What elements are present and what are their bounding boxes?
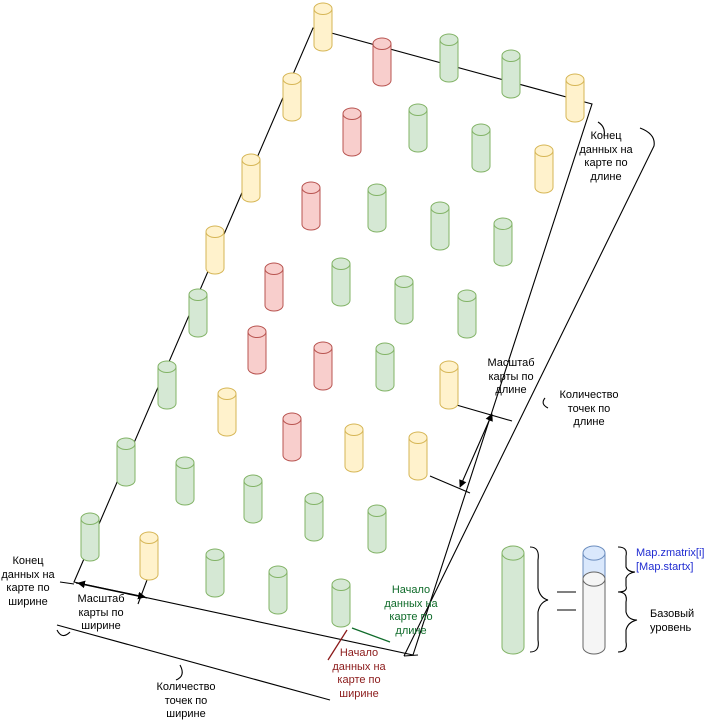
legend-brace-left bbox=[529, 546, 549, 653]
label-scale-length: Масштаб карты по длине bbox=[487, 357, 535, 396]
cylinder-11 bbox=[241, 153, 261, 203]
scale-length-ext-bottom bbox=[429, 475, 471, 494]
cylinder-18 bbox=[331, 257, 351, 307]
cylinder-21 bbox=[188, 288, 208, 338]
scale-width-ext bbox=[137, 579, 148, 605]
cylinder-3 bbox=[439, 33, 459, 83]
cylinder-28 bbox=[282, 412, 302, 462]
legend-brace-zmatrix bbox=[617, 546, 636, 593]
cylinder-6 bbox=[282, 72, 302, 122]
cylinder-9 bbox=[471, 123, 491, 173]
label-base-level: Базовый уровень bbox=[650, 608, 695, 634]
cylinder-27 bbox=[217, 387, 237, 437]
legend-cylinder-base bbox=[582, 571, 606, 655]
label-zmatrix: Map.zmatrix[i] [Map.startx] bbox=[636, 547, 705, 573]
cylinder-39 bbox=[268, 565, 288, 615]
cylinder-2 bbox=[372, 37, 392, 87]
label-start-width: Начало данных на карте по ширине bbox=[332, 647, 386, 700]
cylinder-12 bbox=[301, 181, 321, 231]
brace-width-left bbox=[56, 629, 71, 637]
cylinder-16 bbox=[205, 225, 225, 275]
cylinder-14 bbox=[430, 201, 450, 251]
start-width-line bbox=[327, 629, 348, 661]
cylinder-31 bbox=[116, 437, 136, 487]
brace-width-line bbox=[56, 624, 331, 701]
start-length-line bbox=[351, 627, 391, 643]
cylinder-36 bbox=[80, 512, 100, 562]
brace-width-mid bbox=[175, 664, 183, 681]
cylinder-15 bbox=[493, 217, 513, 267]
label-start-length: Начало данных на карте по длине bbox=[384, 584, 438, 637]
cylinder-30 bbox=[408, 431, 428, 481]
cylinder-23 bbox=[313, 341, 333, 391]
cylinder-10 bbox=[534, 144, 554, 194]
cylinder-22 bbox=[247, 325, 267, 375]
cylinder-29 bbox=[344, 423, 364, 473]
cylinder-19 bbox=[394, 275, 414, 325]
brace-length-tick bbox=[403, 654, 419, 657]
label-end-width: Конец данных на карте по ширине bbox=[1, 555, 55, 608]
cylinder-17 bbox=[264, 262, 284, 312]
label-count-width: Количество точек по ширине bbox=[156, 681, 216, 720]
cylinder-38 bbox=[205, 548, 225, 598]
cylinder-34 bbox=[304, 492, 324, 542]
cylinder-32 bbox=[175, 456, 195, 506]
cylinder-20 bbox=[457, 289, 477, 339]
scale-width-arrow bbox=[77, 580, 146, 600]
brace-length-mid bbox=[542, 397, 549, 409]
cylinder-37 bbox=[139, 531, 159, 581]
legend-cylinder-full bbox=[501, 545, 525, 655]
end-width-tick bbox=[59, 581, 75, 585]
data-point-cylinders bbox=[80, 2, 606, 655]
cylinder-33 bbox=[243, 474, 263, 524]
label-count-length: Количество точек по длине bbox=[559, 389, 619, 428]
cylinder-4 bbox=[501, 49, 521, 99]
cylinder-8 bbox=[408, 103, 428, 153]
cylinder-25 bbox=[439, 360, 459, 410]
brace-length-upper bbox=[403, 121, 655, 657]
cylinder-26 bbox=[157, 360, 177, 410]
cylinder-7 bbox=[342, 107, 362, 157]
label-scale-width: Масштаб карты по ширине bbox=[77, 593, 125, 632]
cylinder-1 bbox=[313, 2, 333, 52]
scale-length-arrow bbox=[459, 413, 493, 488]
cylinder-40 bbox=[331, 578, 351, 628]
diagram-lines bbox=[56, 27, 655, 701]
cylinder-5 bbox=[565, 73, 585, 123]
cylinder-13 bbox=[367, 183, 387, 233]
cylinder-35 bbox=[367, 504, 387, 554]
cylinder-24 bbox=[375, 342, 395, 392]
scale-length-ext-top bbox=[452, 403, 513, 422]
label-end-length: Конец данных на карте по длине bbox=[579, 130, 633, 183]
legend-brace-base bbox=[617, 591, 638, 653]
